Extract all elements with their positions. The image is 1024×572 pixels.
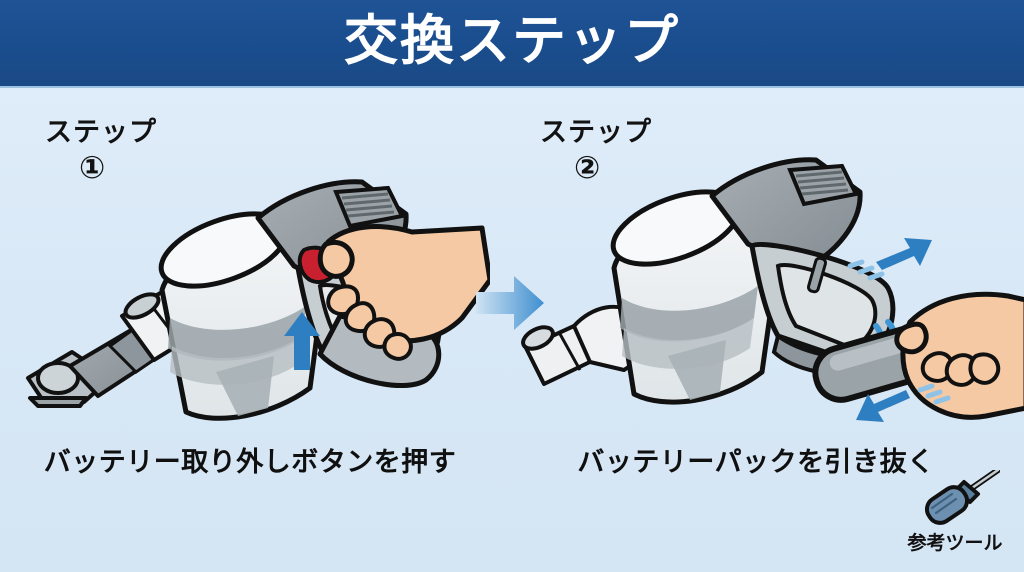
vacuum-motor-body-2 (709, 157, 863, 273)
page-title: 交換ステップ (344, 11, 680, 71)
step-2-label: ステップ ② (540, 117, 652, 186)
finger-2-2 (944, 353, 979, 387)
step-1-illustration (26, 179, 490, 421)
header-banner: 交換ステップ (0, 0, 1024, 88)
step-1-label: ステップ ① (45, 117, 157, 186)
step-2-illustration (521, 157, 1024, 422)
step-1-word: ステップ (45, 117, 157, 147)
hand-pressing-button (317, 224, 490, 361)
vacuum-vent-lines-2 (795, 170, 849, 196)
screwdriver-icon (924, 470, 1000, 525)
press-direction-arrow (284, 312, 320, 370)
thumb-2 (894, 321, 929, 355)
step-2-number: ② (574, 150, 602, 186)
battery-contact-post (806, 256, 828, 294)
vacuum-dust-cup (158, 211, 331, 421)
vacuum-dust-cup-2 (610, 189, 785, 405)
vacuum-vent-lines (341, 192, 395, 218)
pull-direction-arrow-down (856, 383, 951, 422)
step-1-number: ① (79, 150, 107, 186)
step-panel-2: ステップ ② (512, 100, 1024, 500)
reference-tool-note: 参考ツール (890, 470, 1020, 566)
finger-4 (382, 332, 413, 361)
step-panel-1: ステップ ① (0, 100, 500, 500)
step-2-word: ステップ (540, 117, 652, 147)
finger-2-3 (968, 352, 1001, 385)
transition-right-arrow-icon (476, 276, 544, 330)
thumb (317, 240, 355, 279)
step-1-caption: バッテリー取り外しボタンを押す (43, 447, 457, 477)
step-2-caption: バッテリーパックを引き抜く (577, 447, 935, 477)
hand-pulling-battery (894, 291, 1024, 420)
reference-tool-label: 参考ツール (907, 533, 1003, 554)
pull-direction-arrow-up (847, 238, 932, 281)
